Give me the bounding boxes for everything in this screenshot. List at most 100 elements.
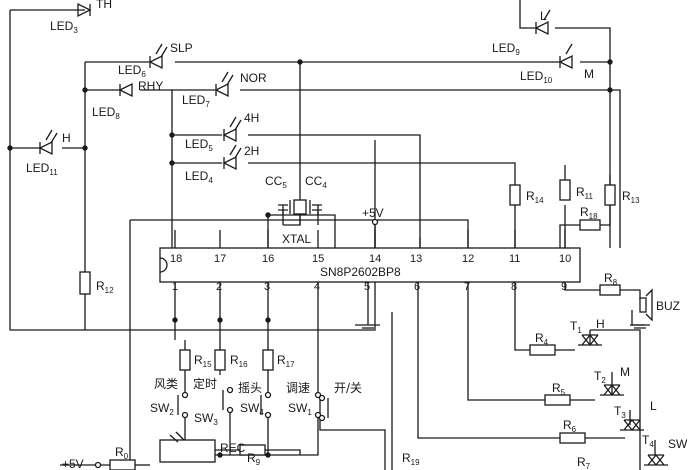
led-6-ref: LED [118,63,142,77]
r15-ref: R [194,353,203,367]
led-7: NOR LED7 [182,71,267,109]
sw4-sub: 4 [259,408,264,417]
ir-receiver: REC [159,431,246,463]
resistor-8-label: R8 [604,271,618,287]
chip-pin-18: 18 [170,253,182,265]
resistor-18-label: R18 [580,205,598,221]
t3-label: T3 [614,404,626,420]
sw3-label: SW3 [194,411,218,427]
r12-sub: 12 [105,286,114,295]
r15-sub: 15 [203,360,212,369]
resistor-5-label: R5 [552,381,566,397]
led-8-label: LED8 [92,105,120,121]
led-4-label: LED4 [185,169,213,185]
crystal-circuit: CC5 CC4 XTAL [265,174,327,246]
chip-pin-5: 5 [364,281,370,293]
r11-ref: R [576,185,585,199]
led-3-tag: TH [96,0,112,11]
sw2-function-label: 风类 [154,377,178,391]
triac-t1: T1 H [570,317,605,347]
r13-sub: 13 [631,196,640,205]
r6-ref: R [563,418,572,432]
switch-sw1: 调速 SW1 [286,381,322,419]
chip-pin-9: 9 [561,281,567,293]
switch-sw2: 风类 SW2 [150,377,189,419]
t4-ref: T [642,433,650,447]
r16-ref: R [230,353,239,367]
chip-pin-11: 11 [509,253,520,265]
led-4-ref: LED [185,169,209,183]
led-11-tag: H [62,131,71,145]
r12-ref: R [96,279,105,293]
r8-sub: 8 [613,278,618,287]
led-9: L LED9 [492,9,551,57]
r8-ref: R [604,271,613,285]
buzzer: BUZ [630,288,680,329]
sw3-ref: SW [194,411,214,425]
led-7-ref: LED [182,93,206,107]
t2-ref: T [594,369,602,383]
r9-sub: 9 [256,458,261,467]
led-7-tag: NOR [240,71,267,85]
t1-tag: H [596,317,605,331]
led-10-ref: LED [520,69,544,83]
resistor-15: R15 [179,349,212,371]
resistor-16: R16 [214,349,248,371]
r4-sub: 4 [544,338,549,347]
switch-sw3: 定时 SW3 [193,376,234,427]
r4-ref: R [535,331,544,345]
t4-label: T4 [642,433,654,449]
chip-pin-3: 3 [264,281,270,293]
r14-ref: R [526,189,535,203]
resistor-6: R6 [559,418,586,444]
resistor-17-label: R17 [277,353,295,369]
led-5-sub: 5 [208,144,213,153]
power-switch-label: 开/关 [334,381,362,395]
led-5: 4H LED5 [185,111,259,153]
sw4-label: SW4 [240,401,264,417]
resistor-11-label: R11 [576,185,594,201]
cc4-ref: CC [305,174,323,188]
led-5-ref: LED [185,137,209,151]
t1-label: T1 [570,319,582,335]
r9-ref: R [247,451,256,465]
led-10-tag: M [584,67,594,81]
led-10: M LED10 [520,43,594,85]
r19-ref: R [402,451,411,465]
resistor-14: R14 [509,184,544,206]
chip-pin-12: 12 [462,253,474,265]
triac-t4: T4 SW [642,433,688,467]
chip-bottom-pin-labels: 1 2 3 4 5 6 7 8 9 [172,281,567,293]
r6-sub: 6 [572,425,577,434]
led-4: 2H LED4 [185,144,259,185]
triac-t3: T3 L [614,399,657,432]
resistor-12: R12 [79,271,114,295]
resistor-0-label: R0 [115,445,129,461]
mcu-chip: SN8P2602BP8 18 17 16 15 14 13 12 11 10 1… [159,247,581,293]
resistor-19: R19 [402,451,420,467]
led-11-ref: LED [26,161,50,175]
led-3-sub: 3 [73,26,78,35]
receiver-label: REC [220,441,246,455]
led-3: TH LED3 [50,0,112,35]
vcc-pin-14: +5V [362,206,384,226]
led-3-ref: LED [50,19,74,33]
buzzer-label: BUZ [656,299,680,313]
resistor-12-label: R12 [96,279,114,295]
vcc-bottom-label: +5V [62,457,84,470]
chip-pin-7: 7 [464,281,470,293]
chip-pin-16: 16 [262,253,274,265]
r13-ref: R [622,189,631,203]
r0-sub: 0 [124,452,129,461]
resistor-17: R17 [262,349,295,371]
resistor-7: R7 [577,455,591,470]
r14-sub: 14 [535,196,544,205]
resistor-5: R5 [544,381,571,406]
r17-ref: R [277,353,286,367]
cc4-sub: 4 [322,181,327,190]
switch-power: 开/关 [318,381,362,422]
led-8-sub: 8 [115,112,120,121]
led-10-sub: 10 [543,76,552,85]
chip-pin-15: 15 [312,253,324,265]
